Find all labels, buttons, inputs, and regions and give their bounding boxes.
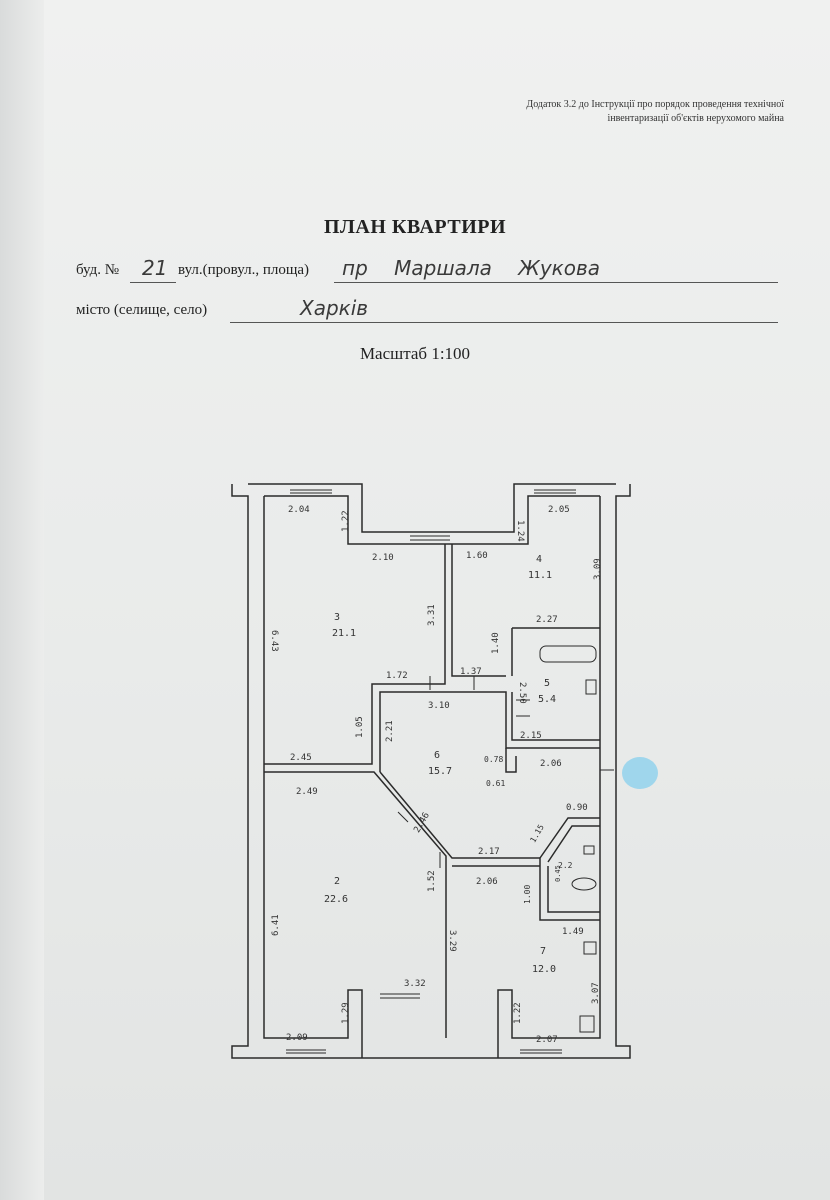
dimension: 0.61 — [486, 779, 505, 788]
room-area: 5.4 — [538, 694, 556, 705]
room-area: 22.6 — [324, 894, 348, 905]
dimension: 1.24 — [515, 520, 525, 542]
room-number: 5 — [544, 678, 550, 689]
room-number: 6 — [434, 750, 440, 761]
dimension: 1.60 — [466, 551, 488, 561]
annex-line-2: інвентаризації об'єктів нерухомого майна — [607, 113, 784, 124]
dimension: 2.17 — [478, 847, 500, 857]
dimension: 3.09 — [593, 558, 603, 580]
scale-label: Масштаб 1:100 — [359, 344, 471, 363]
plan-walls — [231, 483, 631, 1059]
city-value: Харків — [300, 296, 369, 320]
building-number-underline — [130, 282, 176, 283]
room-area: 2.2 — [558, 861, 573, 870]
dimension: 1.37 — [460, 667, 482, 677]
dimension: 2.06 — [540, 759, 562, 769]
dimension: 2.10 — [372, 553, 394, 563]
blue-mark — [622, 757, 658, 789]
room-number-area: 11.1 — [528, 570, 552, 581]
city-underline — [230, 322, 778, 323]
building-number-value: 21 — [142, 256, 168, 280]
annex-note: Додаток 3.2 до Інструкції про порядок пр… — [526, 98, 784, 126]
dimension: 2.27 — [536, 615, 558, 625]
dimension: 1.15 — [528, 823, 546, 844]
street-underline — [334, 282, 778, 283]
room-number: 4 — [536, 554, 542, 565]
dimension: 2.50 — [517, 682, 527, 704]
dimension: 1.49 — [562, 927, 584, 937]
dimension: 3.32 — [404, 979, 426, 989]
dimension: 2.45 — [290, 753, 312, 763]
dimension: 2.09 — [286, 1033, 308, 1043]
dimension: 2.05 — [548, 505, 570, 515]
dimension: 6.41 — [271, 914, 281, 936]
dimension: 0.45 — [554, 865, 562, 882]
dimension: 2.15 — [520, 731, 542, 741]
building-number-label: буд. № — [76, 262, 120, 278]
room-number: 7 — [540, 946, 546, 957]
dimension: 2.06 — [476, 877, 498, 887]
city-label: місто (селище, село) — [76, 302, 208, 318]
room-area: 15.7 — [428, 766, 452, 777]
street-label: вул.(провул., площа) — [178, 262, 310, 278]
dimension: 3.07 — [591, 982, 601, 1004]
dimension: 1.72 — [386, 671, 408, 681]
document-title: ПЛАН КВАРТИРИ — [323, 216, 507, 238]
dimension: 1.22 — [341, 510, 351, 532]
room-number: 3 — [334, 612, 340, 623]
dimension: 2.49 — [296, 787, 318, 797]
dimension: 1.40 — [491, 632, 501, 654]
dimension: 0.78 — [484, 755, 503, 764]
page-edge-shadow — [0, 0, 44, 1200]
dimension: 1.05 — [355, 716, 365, 738]
room-number: 2 — [334, 876, 340, 887]
dimension: 2.07 — [536, 1035, 558, 1045]
street-value: пр Маршала Жукова — [342, 256, 601, 280]
dimension: 1.29 — [341, 1002, 351, 1024]
room-area: 12.0 — [532, 964, 556, 975]
dimension: 6.43 — [269, 630, 279, 652]
dimension: 3.29 — [447, 930, 457, 952]
dimension: 1.00 — [523, 885, 532, 904]
plan-labels: 3 21.1 4 11.1 5 5.4 6 15.7 2 22.6 7 12.0… — [269, 505, 603, 1045]
dimension: 3.31 — [427, 604, 437, 626]
room-area: 21.1 — [332, 628, 356, 639]
dimension: 3.10 — [428, 701, 450, 711]
annex-line-1: Додаток 3.2 до Інструкції про порядок пр… — [526, 99, 784, 110]
dimension: 2.21 — [385, 720, 395, 742]
dimension: 0.90 — [566, 803, 588, 813]
dimension: 1.52 — [427, 870, 437, 892]
address-row: буд. № — [76, 262, 119, 279]
document-sheet — [38, 0, 830, 1200]
dimension: 1.22 — [513, 1002, 523, 1024]
dimension: 2.04 — [288, 505, 310, 515]
